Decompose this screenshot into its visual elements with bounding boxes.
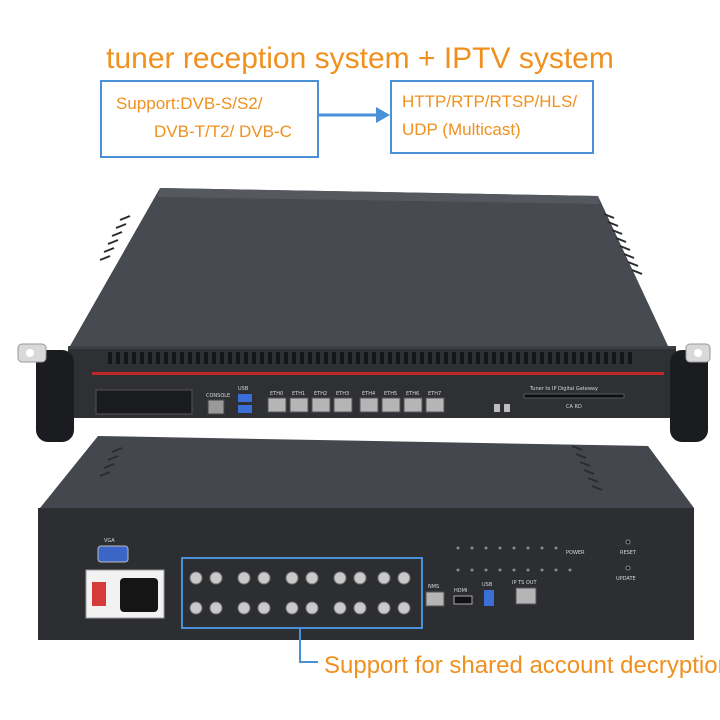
- rear-lid-vents-left: [99, 447, 123, 477]
- tuner-connector[interactable]: [285, 601, 299, 615]
- tuner-connector[interactable]: [209, 601, 223, 615]
- usb-port-1[interactable]: [238, 394, 252, 402]
- rear-unit-lid: [40, 436, 694, 508]
- tuner-connectors: [189, 571, 411, 615]
- tuner-connector[interactable]: [305, 601, 319, 615]
- tuner-connector[interactable]: [237, 571, 251, 585]
- ts-out-port[interactable]: [515, 587, 537, 605]
- update-button[interactable]: [625, 565, 631, 571]
- indicator-port-1: [494, 404, 500, 412]
- power-label: POWER: [566, 550, 585, 556]
- tuner-connector[interactable]: [237, 601, 251, 615]
- hdmi-port[interactable]: [453, 595, 473, 605]
- eth-port-2[interactable]: [311, 397, 331, 413]
- tuner-connector[interactable]: [397, 601, 411, 615]
- lid-vents-left: [99, 215, 131, 261]
- tuner-connector[interactable]: [189, 571, 203, 585]
- usb-label-front: USB: [238, 386, 249, 392]
- ca-label: CA RD: [566, 404, 582, 410]
- eth-label-0: ETH0: [270, 391, 283, 397]
- usb-port-rear[interactable]: [484, 590, 494, 606]
- input-standards-line-2: DVB-T/T2/ DVB-C: [154, 122, 292, 141]
- tuner-inputs-highlight: [181, 557, 423, 629]
- ca-card-slot[interactable]: [523, 393, 625, 399]
- tuner-connector[interactable]: [305, 571, 319, 585]
- tuner-connector[interactable]: [353, 571, 367, 585]
- lid-vents-right: [603, 213, 643, 275]
- rear-unit: VGA: [38, 436, 694, 640]
- tuner-connector[interactable]: [189, 601, 203, 615]
- front-vent-slots: [108, 352, 632, 364]
- eth-label-2: ETH2: [314, 391, 327, 397]
- tuner-connector[interactable]: [397, 571, 411, 585]
- console-label: CONSOLE: [206, 393, 230, 399]
- eth-port-3[interactable]: [333, 397, 353, 413]
- eth-label-1: ETH1: [292, 391, 305, 397]
- eth-label-4: ETH4: [362, 391, 375, 397]
- tuner-connector[interactable]: [257, 571, 271, 585]
- vga-port[interactable]: [97, 545, 129, 563]
- blank-bay: [95, 389, 193, 415]
- power-switch[interactable]: [92, 582, 106, 606]
- rack-handle-right: [670, 350, 708, 442]
- eth-port-7[interactable]: [425, 397, 445, 413]
- tuner-connector[interactable]: [377, 601, 391, 615]
- eth-port-4[interactable]: [359, 397, 379, 413]
- input-standards-box: Support:DVB-S/S2/ DVB-T/T2/ DVB-C: [100, 80, 319, 158]
- usb-port-2[interactable]: [238, 405, 252, 413]
- rack-handle-left: [36, 350, 74, 442]
- tuner-connector[interactable]: [333, 601, 347, 615]
- headline: tuner reception system + IPTV system: [106, 42, 614, 75]
- bottom-note: Support for shared account decryption: [324, 652, 720, 679]
- nms-label: NMS: [428, 584, 439, 590]
- red-stripe: [92, 372, 664, 375]
- vga-label: VGA: [104, 538, 115, 544]
- arrow-right-icon: [318, 107, 390, 123]
- tuner-connector[interactable]: [333, 571, 347, 585]
- output-protocols-line-1: HTTP/RTP/RTSP/HLS/: [402, 92, 578, 111]
- output-protocols-box: HTTP/RTP/RTSP/HLS/ UDP (Multicast): [390, 80, 594, 154]
- eth-label-3: ETH3: [336, 391, 349, 397]
- ts-out-label: IP TS OUT: [512, 580, 537, 586]
- eth-label-5: ETH5: [384, 391, 397, 397]
- eth-port-6[interactable]: [403, 397, 423, 413]
- eth-port-1[interactable]: [289, 397, 309, 413]
- reset-label: RESET: [620, 550, 637, 556]
- eth-port-0[interactable]: [267, 397, 287, 413]
- indicator-port-2: [504, 404, 510, 412]
- front-unit: CONSOLE USB ETH0 ETH1 ETH2 ETH3 ETH4 ETH…: [17, 188, 711, 442]
- console-port[interactable]: [207, 399, 225, 415]
- update-label: UPDATE: [616, 576, 636, 582]
- usb-label-rear: USB: [482, 582, 493, 588]
- eth-label-6: ETH6: [406, 391, 419, 397]
- rear-lid-vents-right: [571, 445, 603, 491]
- tuner-connector[interactable]: [285, 571, 299, 585]
- hdmi-label: HDMI: [454, 588, 467, 594]
- brand-text: Tuner to IP Digital Gateway: [529, 386, 598, 392]
- input-standards-line-1: Support:DVB-S/S2/: [116, 94, 263, 113]
- eth-label-7: ETH7: [428, 391, 441, 397]
- front-unit-lid: [70, 188, 668, 346]
- tuner-connector[interactable]: [209, 571, 223, 585]
- tuner-connector[interactable]: [353, 601, 367, 615]
- reset-button[interactable]: [625, 539, 631, 545]
- eth-ports: [267, 397, 445, 413]
- output-protocols-line-2: UDP (Multicast): [402, 120, 521, 139]
- status-leds: [456, 546, 572, 572]
- nms-port[interactable]: [425, 591, 445, 607]
- power-inlet[interactable]: [120, 578, 158, 612]
- eth-port-5[interactable]: [381, 397, 401, 413]
- tuner-connector[interactable]: [257, 601, 271, 615]
- tuner-connector[interactable]: [377, 571, 391, 585]
- callout-bracket: [299, 628, 318, 663]
